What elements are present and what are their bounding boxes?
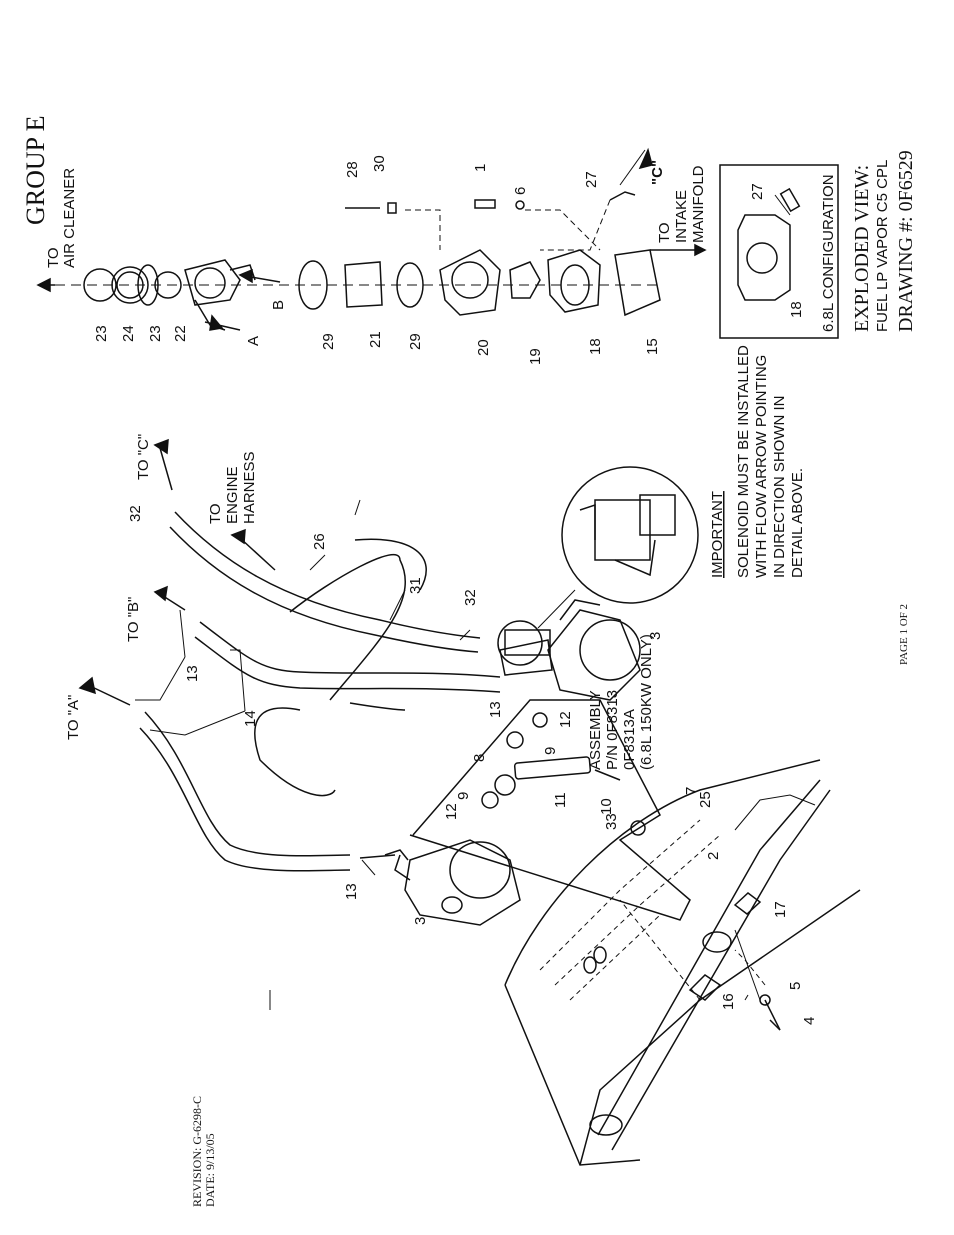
assembly-label-1: ASSEMBLY — [587, 690, 604, 770]
callout-18a: 18 — [587, 338, 604, 355]
regulator-lower — [359, 839, 521, 926]
detail-circle — [497, 466, 699, 666]
callout-16: 16 — [720, 993, 737, 1010]
callout-23a: 23 — [93, 325, 110, 342]
label-to-intake-2: INTAKE — [673, 190, 690, 243]
throttle-stack — [55, 149, 707, 331]
config-box — [719, 164, 839, 339]
label-to-air-cleaner-1: TO — [45, 247, 62, 268]
callout-30: 30 — [371, 155, 388, 172]
callout-19: 19 — [527, 348, 544, 365]
callout-3a: 3 — [412, 917, 429, 925]
callout-21: 21 — [367, 331, 384, 348]
label-to-air-cleaner-2: AIR CLEANER — [61, 168, 78, 268]
callout-9a: 9 — [455, 792, 472, 800]
leader-lines — [135, 499, 761, 1010]
callout-6: 6 — [512, 187, 529, 195]
callout-12b: 12 — [557, 711, 574, 728]
callout-18b: 18 — [788, 301, 805, 318]
regulator-upper — [499, 599, 641, 701]
assembly-label-3: 0F8313A — [621, 709, 638, 770]
callout-15: 15 — [644, 338, 661, 355]
callout-12a: 12 — [443, 803, 460, 820]
callout-32b: 32 — [462, 589, 479, 606]
callout-7: 7 — [683, 787, 700, 795]
label-to-intake-1: TO — [656, 222, 673, 243]
label-arrow-a: A — [245, 336, 262, 346]
callout-33: 33 — [603, 813, 620, 830]
callout-numbers: 1 6 28 30 27 27 18 23 24 23 22 29 21 29 … — [93, 155, 818, 1025]
direction-arrows — [36, 147, 653, 706]
callout-13a: 13 — [184, 665, 201, 682]
callout-28: 28 — [344, 161, 361, 178]
hoses — [139, 511, 501, 872]
chassis-frame — [504, 759, 861, 1166]
config-label: 6.8L CONFIGURATION — [820, 174, 837, 332]
callout-24: 24 — [120, 325, 137, 342]
label-to-intake-3: MANIFOLD — [690, 165, 707, 243]
callout-2: 2 — [705, 852, 722, 860]
drawing-number: DRAWING #: 0F6529 — [895, 150, 917, 332]
important-note-3: IN DIRECTION SHOWN IN — [771, 396, 788, 579]
callout-29a: 29 — [320, 333, 337, 350]
callout-23b: 23 — [147, 325, 164, 342]
callout-27a: 27 — [583, 171, 600, 188]
callout-3b: 3 — [647, 632, 664, 640]
callout-13c: 13 — [343, 883, 360, 900]
label-c-quote: "C" — [649, 160, 666, 185]
callout-1: 1 — [472, 164, 489, 172]
label-to-engine-3: HARNESS — [241, 451, 258, 524]
label-to-b: TO "B" — [125, 597, 142, 642]
callout-13b: 13 — [487, 701, 504, 718]
label-to-engine-2: ENGINE — [224, 466, 241, 524]
callout-32a: 32 — [127, 505, 144, 522]
callout-17: 17 — [772, 901, 789, 918]
label-to-a: TO "A" — [65, 695, 82, 740]
revision-text: REVISION: G-6298-C — [190, 1096, 204, 1207]
callout-8: 8 — [471, 754, 488, 762]
callout-10: 10 — [598, 798, 615, 815]
important-note-1: SOLENOID MUST BE INSTALLED — [735, 345, 752, 578]
group-title: GROUP E — [21, 115, 50, 225]
assembly-label-4: (6.8L 150KW ONLY) — [638, 634, 655, 770]
assembly-label-2: P/N 0F8313 — [604, 690, 621, 770]
important-note-2: WITH FLOW ARROW POINTING — [753, 355, 770, 578]
callout-25: 25 — [697, 791, 714, 808]
callout-26: 26 — [311, 533, 328, 550]
callout-31: 31 — [407, 577, 424, 594]
date-text: DATE: 9/13/05 — [203, 1133, 217, 1207]
important-note-4: DETAIL ABOVE. — [789, 468, 806, 578]
callout-20: 20 — [475, 339, 492, 356]
page-number: PAGE 1 OF 2 — [898, 604, 910, 665]
callout-5: 5 — [787, 982, 804, 990]
view-title: EXPLODED VIEW: — [851, 165, 873, 332]
callout-14: 14 — [242, 710, 259, 727]
important-heading: IMPORTANT — [709, 491, 726, 578]
callout-27b: 27 — [749, 183, 766, 200]
label-to-engine-1: TO — [207, 503, 224, 524]
callout-4: 4 — [801, 1017, 818, 1025]
callout-9b: 9 — [542, 747, 559, 755]
callout-22: 22 — [172, 325, 189, 342]
callout-11: 11 — [552, 792, 569, 808]
label-arrow-b: B — [270, 300, 287, 310]
callout-29b: 29 — [407, 333, 424, 350]
view-subtitle: FUEL LP VAPOR C5 CPL — [874, 160, 891, 332]
mount-hardware — [734, 949, 781, 1031]
assembly-outline — [409, 699, 691, 921]
label-to-c: TO "C" — [135, 434, 152, 480]
